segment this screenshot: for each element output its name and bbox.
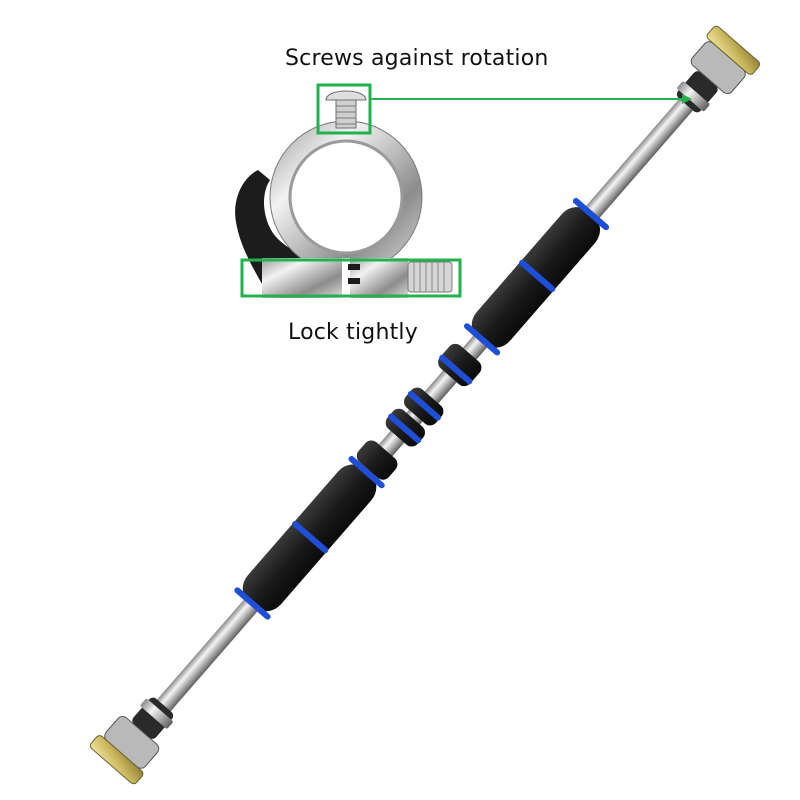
foam-collar-1 — [438, 343, 482, 387]
blue-ring — [292, 520, 329, 554]
clamp-detail — [235, 90, 453, 298]
clamp-slot — [348, 278, 360, 284]
clamp-slot — [348, 264, 360, 270]
screw-icon — [325, 90, 367, 129]
blue-ring — [407, 390, 441, 421]
clamp-block-left — [262, 258, 342, 298]
end-clamp-upper — [676, 25, 761, 113]
screw-highlight-box — [316, 83, 372, 135]
blue-ring — [439, 354, 473, 385]
lock-highlight-box — [240, 258, 462, 298]
lock-annotation-label: Lock tightly — [288, 320, 418, 345]
blue-ring — [234, 587, 271, 620]
blue-ring — [348, 456, 385, 489]
blue-ring — [463, 323, 501, 356]
blue-ring — [572, 197, 610, 231]
end-clamp-lower — [89, 697, 174, 785]
screws-annotation-label: Screws against rotation — [285, 46, 549, 71]
bolt-icon — [407, 261, 453, 293]
blue-ring — [519, 259, 556, 293]
clamp-ring-inner — [288, 139, 404, 255]
foam-collar-4 — [356, 440, 398, 480]
leader-arrowhead — [682, 94, 692, 104]
blue-ring — [388, 413, 422, 444]
clamp-gap — [342, 258, 350, 298]
pull-up-bar — [89, 25, 761, 785]
